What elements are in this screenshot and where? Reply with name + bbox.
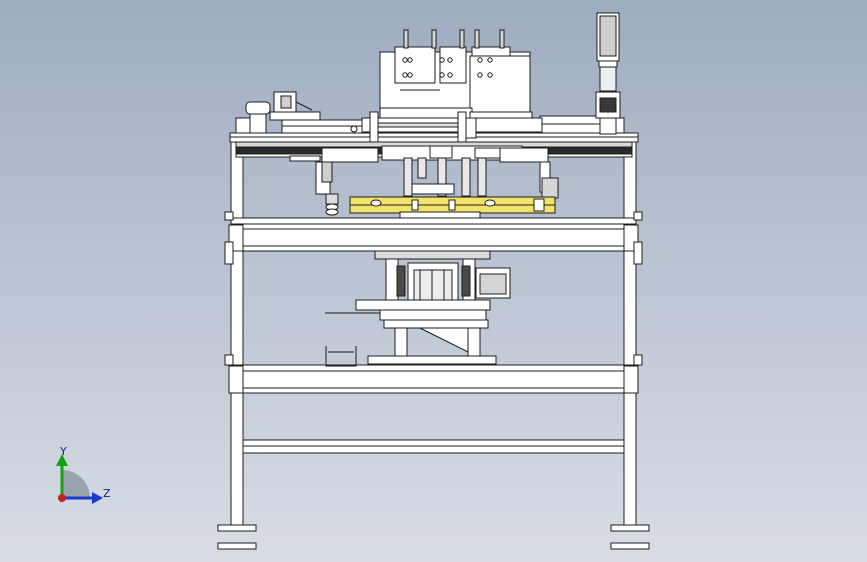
left-gripper-bracket [289,147,379,216]
right-column-sensor [595,12,621,135]
y-axis-label: Y [59,445,67,458]
frame-leg-left [217,139,257,550]
center-head-assembly [379,29,533,121]
z-axis-label: Z [103,487,111,500]
frame-leg-right [610,139,650,550]
right-gripper-bracket [499,147,559,199]
frame-beam-upper [228,217,639,252]
frame-beam-lower [242,439,625,454]
coordinate-triad: Y Z [56,445,111,504]
lift-base-plate [325,299,497,365]
head-slide-rail [361,111,543,143]
small-bin [325,346,357,367]
lift-unit [374,250,511,304]
frame-beam-middle [228,364,639,394]
yellow-tray [349,196,556,219]
left-top-assembly [235,91,363,134]
leg-brackets [224,211,643,366]
